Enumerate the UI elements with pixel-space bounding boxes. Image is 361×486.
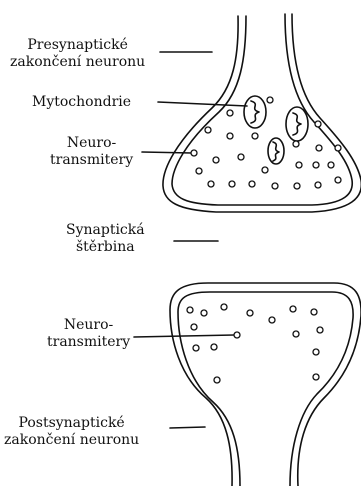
mitochondrion-1 [244,96,266,128]
leader-postsynaptic [170,427,205,428]
label-synaptic-cleft: Synaptická štěrbina [66,222,145,256]
label-neurotransmitters-lower-line2: transmitery [47,334,130,351]
label-presynaptic: Presynaptické zakončení neuronu [10,37,145,71]
label-neurotransmitters-lower-line1: Neuro- [47,317,130,334]
presynaptic-membrane-inner [172,14,352,205]
leader-neurotransmitters-upper [142,152,192,153]
label-neurotransmitters-upper: Neuro- transmitery [50,135,133,169]
label-presynaptic-line2: zakončení neuronu [10,54,145,71]
label-neurotransmitters-upper-line1: Neuro- [50,135,133,152]
label-mitochondria-text: Mytochondrie [32,94,131,111]
vesicles-postsynaptic [187,304,323,383]
label-postsynaptic-line1: Postsynaptické [4,415,139,432]
label-mitochondria: Mytochondrie [32,94,131,111]
mitochondrion-3 [268,138,284,164]
presynaptic-membrane-outer [163,14,361,212]
label-neurotransmitters-upper-line2: transmitery [50,152,133,169]
label-postsynaptic-line2: zakončení neuronu [4,432,139,449]
postsynaptic-membrane-inner [178,292,353,486]
label-synaptic-cleft-line1: Synaptická [66,222,145,239]
label-presynaptic-line1: Presynaptické [10,37,145,54]
mitochondrion-2 [286,107,308,141]
leader-neurotransmitters-lower [134,335,234,337]
label-neurotransmitters-lower: Neuro- transmitery [47,317,130,351]
label-postsynaptic: Postsynaptické zakončení neuronu [4,415,139,449]
leader-mitochondria [158,102,247,106]
label-synaptic-cleft-line2: štěrbina [66,239,145,256]
